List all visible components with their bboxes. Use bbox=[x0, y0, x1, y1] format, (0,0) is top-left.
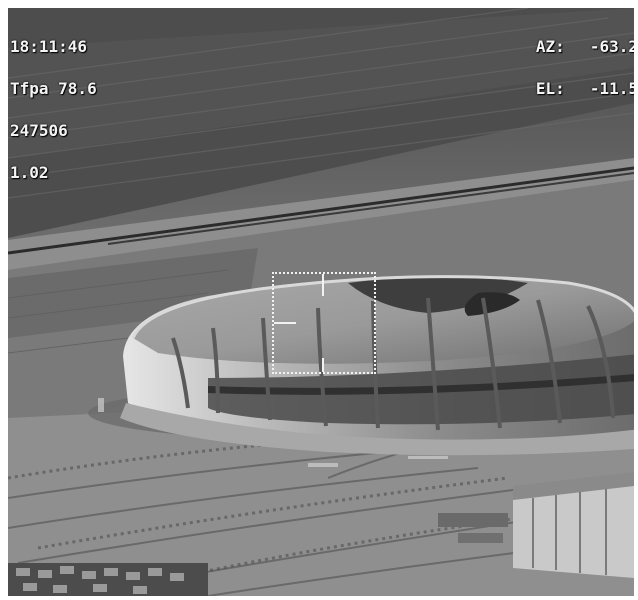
osd-elevation-label: EL: bbox=[535, 79, 565, 98]
osd-zoom: 1.02 bbox=[10, 163, 49, 182]
osd-right-readout: AZ: -63.2 EL: -11.5 bbox=[536, 12, 634, 124]
osd-elevation-value: -11.5 bbox=[589, 79, 634, 98]
buildings-bottom-left bbox=[8, 563, 208, 596]
osd-elevation-row: EL: -11.5 bbox=[535, 79, 634, 98]
field-furrows bbox=[8, 8, 634, 199]
road-line bbox=[8, 166, 634, 255]
stadium bbox=[88, 275, 634, 456]
road-band bbox=[8, 158, 634, 270]
target-reticle-box bbox=[272, 272, 376, 374]
osd-azimuth-row: AZ: -63.2 bbox=[535, 37, 634, 56]
osd-left-readout: 18:11:46 Tfpa 78.6 247506 1.02 bbox=[10, 12, 97, 208]
building-bottom-right bbox=[438, 472, 634, 578]
osd-frame-number: 247506 bbox=[10, 121, 68, 140]
osd-azimuth-label: AZ: bbox=[535, 37, 565, 56]
aerial-stadium-scene bbox=[8, 8, 634, 596]
osd-time: 18:11:46 bbox=[10, 37, 88, 56]
reticle-tick-bottom bbox=[322, 358, 324, 372]
thermal-camera-view: 18:11:46 Tfpa 78.6 247506 1.02 AZ: -63.2 … bbox=[8, 8, 634, 596]
reticle-tick-left bbox=[274, 322, 296, 324]
osd-azimuth-value: -63.2 bbox=[589, 37, 634, 56]
reticle-tick-top bbox=[322, 274, 324, 296]
osd-tfpa: Tfpa 78.6 bbox=[10, 79, 97, 98]
